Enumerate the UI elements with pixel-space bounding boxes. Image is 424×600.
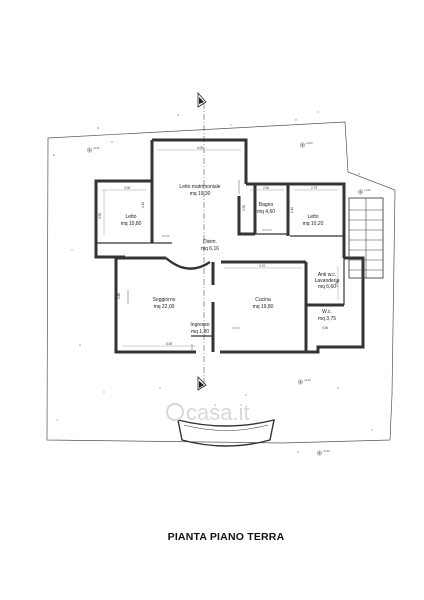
room-antiwc-area: mq 6,60: [318, 284, 336, 290]
room-letto-matrimoniale-area: mq 19,30: [190, 191, 211, 197]
site-marker-4: +0.40: [298, 378, 311, 385]
room-soggiorno-area: mq 22,00: [154, 304, 175, 310]
veranda-steps: [177, 419, 275, 447]
site-marker-2: +0.60: [300, 141, 313, 148]
section-arrow-top-fill: [199, 97, 204, 104]
room-bagno-area: mq 4,60: [257, 209, 275, 215]
watermark: casa.it: [166, 400, 250, 425]
room-cucina-area: mq 19,80: [253, 304, 274, 310]
section-arrow-bottom-fill: [199, 381, 204, 388]
dimension-lines: [102, 149, 339, 347]
room-antiwc-name: Anti w.c.: [318, 272, 337, 278]
dim-letto-left-side: 3.50: [98, 213, 102, 219]
marker-label: +0.60: [306, 141, 313, 145]
watermark-logo-icon: [166, 403, 184, 421]
corridor-niche: [165, 257, 211, 270]
marker-label: +0.40: [304, 378, 311, 382]
room-cucina-name: Cucina: [255, 297, 271, 303]
section-arrow-top: [197, 91, 207, 108]
site-marker-1: +0.40: [87, 146, 100, 153]
dimension-labels: 4.00 3.00 2.00 2.70 3.50 4.70 5.00 2.30 …: [98, 146, 339, 346]
room-disim-area: mq 6,16: [201, 246, 219, 252]
room-bagno-name: Bagno: [259, 202, 274, 208]
room-letto-right-name: Letto: [307, 214, 318, 220]
room-letto-matrimoniale-name: Letto matrimoniale: [179, 184, 220, 190]
site-points: [53, 111, 373, 453]
section-line: [197, 91, 207, 391]
room-wc-name: W.c.: [322, 309, 332, 315]
dim-wc: 0.90: [322, 326, 328, 330]
dim-bagno-side: 2.50: [242, 205, 246, 211]
room-labels: Letto matrimoniale mq 19,30 Letto mq 10,…: [121, 184, 340, 335]
plan-caption: PIANTA PIANO TERRA: [168, 531, 285, 543]
dim-soggiorno: 5.00: [166, 342, 172, 346]
dim-bagno: 2.00: [263, 186, 269, 190]
building-walls-thin: [96, 233, 345, 337]
room-disim-name: Disim.: [203, 239, 217, 245]
marker-label: +0.60: [323, 449, 330, 453]
dim-letto-right-side: 1.40: [290, 207, 294, 213]
dim-antiwc: 2.30: [335, 281, 339, 287]
stairs: [348, 197, 384, 279]
room-letto-left-area: mq 10,80: [121, 221, 142, 227]
site-marker-3: +1.00: [358, 188, 371, 195]
door-details: [127, 180, 272, 352]
room-ingresso-area: mq 1,80: [191, 329, 209, 335]
marker-label: +0.40: [93, 146, 100, 150]
watermark-text: casa.it: [186, 400, 250, 425]
room-antiwc-name2: Lavanderia: [315, 278, 340, 284]
dim-cucina: 4.70: [259, 264, 265, 268]
site-marker-5: +0.60: [317, 449, 330, 456]
room-ingresso-name: Ingresso: [190, 322, 209, 328]
room-soggiorno-name: Soggiorno: [153, 297, 176, 303]
section-arrow-bottom: [197, 376, 207, 391]
marker-label: +1.00: [364, 188, 371, 192]
dim-soggiorno-side: 1.60: [117, 293, 121, 299]
room-letto-right-area: mq 10,20: [303, 221, 324, 227]
dim-letto-left-inner: 4.10: [141, 202, 145, 208]
building-walls: [94, 138, 365, 354]
plot-boundary: [46, 121, 396, 444]
dim-letto-right: 2.70: [311, 186, 317, 190]
dim-letto-matrimoniale: 4.00: [197, 146, 203, 150]
room-wc-area: mq 3,75: [318, 316, 336, 322]
dim-letto-left: 3.00: [124, 186, 130, 190]
room-letto-left-name: Letto: [125, 214, 136, 220]
